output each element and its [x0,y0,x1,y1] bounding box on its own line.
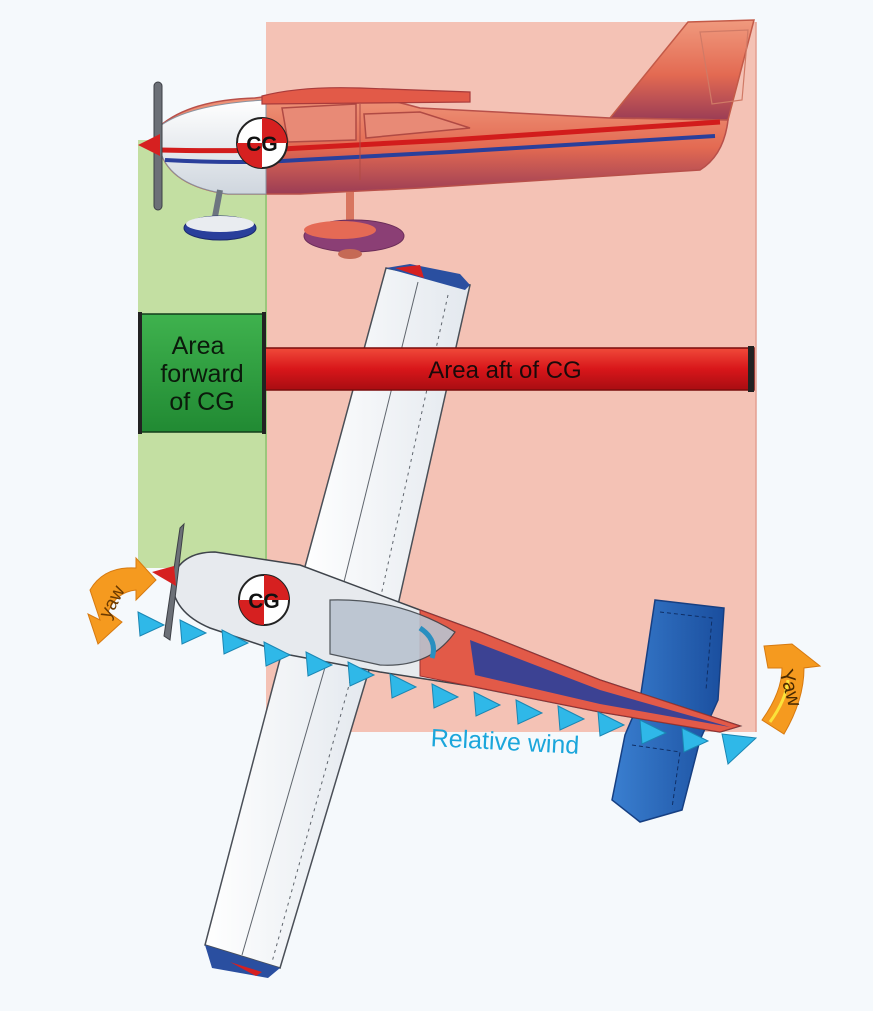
forward-label-line3: of CG [169,388,234,416]
cg-marker-top: CG [236,117,288,169]
cg-label-top: CG [246,133,278,156]
aft-of-cg-bar: Area aft of CG [261,346,755,392]
yaw-arrow-right: Yaw [761,643,822,735]
forward-label-line2: forward [160,360,243,388]
forward-label-line1: Area [172,332,225,360]
cg-marker-bottom: CG [238,574,290,626]
aft-area-label: Area aft of CG [428,357,581,384]
side-view-airplane [138,19,755,259]
cg-label-bottom: CG [248,590,280,613]
relative-wind-arrows [137,611,758,765]
forward-of-cg-box: Area forward of CG [138,312,266,434]
top-view-airplane [152,264,743,978]
